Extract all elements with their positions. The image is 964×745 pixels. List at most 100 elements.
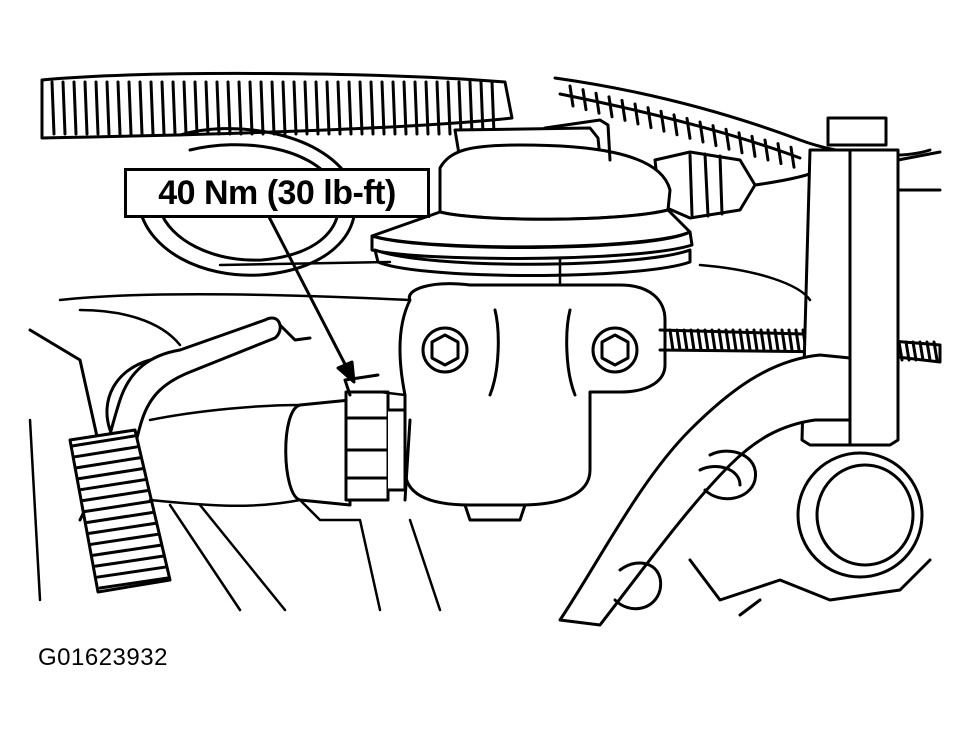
left-tube	[30, 318, 310, 530]
thread-line	[698, 330, 701, 350]
hose-rib	[371, 82, 373, 134]
thread-line	[670, 330, 673, 350]
hose-rib	[327, 82, 329, 134]
thread-line	[754, 330, 757, 350]
hose-rib	[85, 82, 87, 134]
spring-coil-turn	[96, 556, 163, 566]
thread-line	[761, 330, 764, 350]
wire-rib	[726, 129, 729, 149]
hose-rib	[283, 82, 285, 134]
spring-coil-turn	[87, 512, 152, 522]
thread-line	[789, 330, 792, 350]
wire-rib	[648, 108, 651, 128]
wire-loop	[140, 129, 355, 276]
hose-rib	[239, 82, 241, 134]
hose-rib	[448, 82, 450, 134]
egr-valve-body	[400, 284, 665, 520]
wire-rib	[791, 147, 794, 167]
wire-rib	[622, 100, 625, 120]
wire-rib	[687, 118, 690, 138]
hose-rib	[404, 82, 406, 134]
spring-coil-turn	[89, 523, 155, 533]
hose-rib	[217, 82, 219, 134]
wire-rib	[700, 122, 703, 142]
thread-line	[782, 330, 785, 350]
thread-line	[719, 330, 722, 350]
hose-rib	[129, 82, 131, 134]
wire-rib	[713, 126, 716, 146]
hose-rib	[195, 82, 197, 134]
hose-rib	[437, 82, 439, 134]
spring-coil	[70, 430, 170, 592]
spring-coil-turn	[74, 447, 136, 457]
spring-coil-turn	[85, 502, 150, 512]
thread-line	[775, 330, 778, 350]
wire-rib	[570, 86, 573, 106]
hose-rib	[349, 82, 351, 134]
hose-rib	[162, 82, 164, 134]
thread-line	[684, 330, 687, 350]
hose-rib	[261, 82, 263, 134]
hose-rib	[426, 82, 428, 134]
thread-line	[691, 330, 694, 350]
thread-line	[712, 330, 715, 350]
wire-rib	[765, 140, 768, 160]
thread-line	[740, 330, 743, 350]
thread-line	[768, 330, 771, 350]
wire-rib	[635, 104, 638, 124]
hose-rib	[316, 82, 318, 134]
wire-rib	[661, 111, 664, 131]
wire-rib	[596, 93, 599, 113]
hose-rib	[173, 82, 175, 134]
hose-rib	[294, 82, 296, 134]
wire-rib	[609, 97, 612, 117]
hose-rib	[184, 82, 186, 134]
spring-coil-turn	[83, 491, 147, 501]
hose-rib	[393, 82, 395, 134]
spring-coil-turn	[72, 436, 134, 446]
corrugated-hose	[42, 73, 512, 138]
hose-rib	[459, 82, 461, 134]
spring-coil-turn	[100, 578, 168, 588]
hose-rib	[272, 82, 274, 134]
hose-rib	[470, 82, 472, 134]
thread-line	[920, 342, 923, 360]
hose-rib	[118, 82, 120, 134]
tube-fitting	[286, 375, 405, 505]
figure-id-label: G01623932	[38, 644, 168, 671]
spring-coil-turn	[91, 534, 157, 544]
background-lines	[30, 260, 810, 610]
hose-rib	[250, 82, 252, 134]
wire-rib	[739, 133, 742, 153]
hose-rib	[96, 82, 98, 134]
hose-rib	[338, 82, 340, 134]
hose-rib	[360, 82, 362, 134]
spring-coil-turn	[78, 469, 141, 479]
wire-rib	[778, 144, 781, 164]
egr-valve-diaphragm	[372, 120, 692, 276]
thread-line	[733, 330, 736, 350]
torque-spec-callout: 40 Nm (30 lb-ft)	[124, 168, 430, 218]
hose-rib	[52, 82, 54, 134]
hose-rib	[140, 82, 142, 134]
hose-rib	[415, 82, 417, 134]
hose-rib	[382, 82, 384, 134]
thread-line	[796, 330, 799, 350]
thread-line	[677, 330, 680, 350]
wire-rib	[674, 115, 677, 135]
hose-rib	[107, 82, 109, 134]
wire-rib	[752, 136, 755, 156]
callout-arrow	[268, 215, 354, 382]
thread-line	[747, 330, 750, 350]
wire-rib	[583, 90, 586, 110]
spring-coil-turn	[81, 480, 145, 490]
spring-coil-turn	[76, 458, 139, 468]
hose-rib	[151, 82, 153, 134]
hose-rib	[206, 82, 208, 134]
hose-rib	[228, 82, 230, 134]
hose-rib	[74, 82, 76, 134]
lower-right-components	[615, 451, 930, 615]
hose-rib	[481, 82, 483, 134]
hose-rib	[305, 82, 307, 134]
